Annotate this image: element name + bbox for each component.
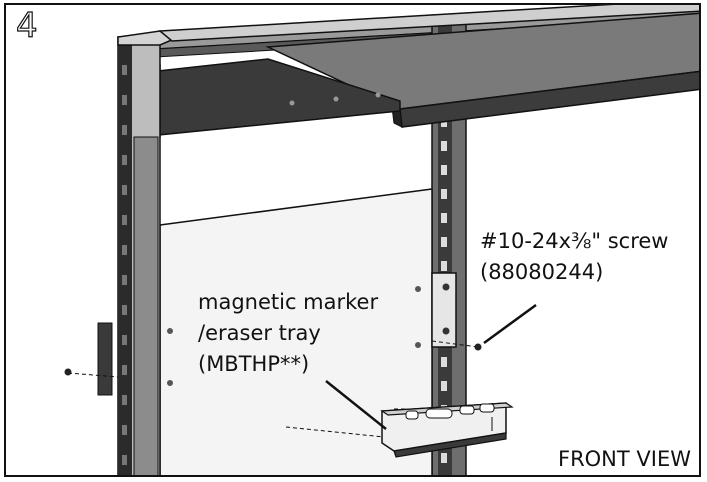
diagram-frame: 4 #10-24x⅜" screw (88080244) magnetic ma… [4,3,701,477]
tray-callout-line1: magnetic marker [198,290,379,314]
front-left-upright-channel [118,37,132,475]
screw-leader-line [483,303,537,345]
tray-callout: magnetic marker /eraser tray (MBTHP**) [198,287,378,380]
tray-mount-bracket [431,272,457,348]
screw-callout-line2: (88080244) [480,260,604,284]
screw-callout-line1: #10-24x⅜" screw [480,229,669,253]
tray-guide-line [285,426,385,438]
tray-callout-line2: /eraser tray [198,321,321,345]
screw-callout: #10-24x⅜" screw (88080244) [480,226,669,288]
front-left-upright-cap [117,30,176,46]
board-screw-holes [167,286,421,386]
tray-callout-line3: (MBTHP**) [198,352,310,376]
step-number: 4 [15,6,38,46]
tray-leader-line [325,380,387,430]
left-screw-guide [67,372,119,378]
marker-tray [380,402,514,458]
right-screw-icon [474,343,482,351]
view-label: FRONT VIEW [557,447,691,471]
front-top-rail [158,5,699,42]
assembly-illustration [64,5,699,475]
left-screw-icon [64,368,72,376]
upright-slots-front [122,65,127,465]
arm-screws [289,92,381,106]
right-screw-guide [431,340,479,348]
left-side-bracket [97,322,113,396]
